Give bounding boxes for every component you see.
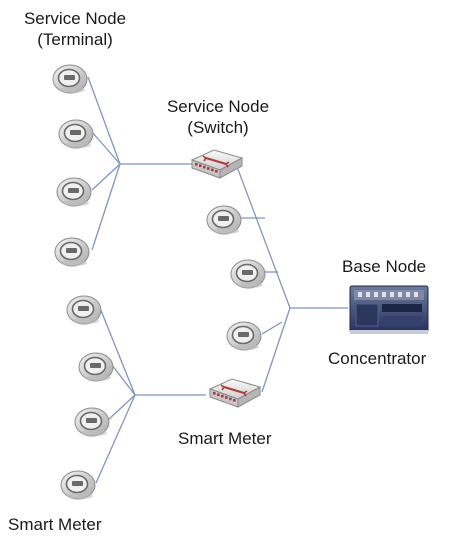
smart-meter-icon — [54, 237, 90, 267]
switch-label: Service Node (Switch) — [152, 96, 284, 139]
wire-terminal-3 — [91, 163, 121, 191]
smart-meter-icon — [58, 119, 94, 149]
terminal-label-line1: Service Node — [23, 9, 127, 28]
wire-switch-upper — [235, 163, 291, 309]
smart-meter-icon — [74, 407, 110, 437]
connection-lines — [87, 76, 348, 484]
smart-meters — [52, 64, 266, 500]
terminal-label: Service Node (Terminal) — [10, 8, 140, 51]
wire-lower-2 — [111, 364, 136, 396]
smart-meter-icon — [52, 64, 88, 94]
wire-lower-3 — [107, 394, 136, 421]
smart-meter-icon — [60, 470, 96, 500]
switch-label-line1: Service Node — [166, 97, 270, 116]
terminal-label-line2: (Terminal) — [37, 30, 113, 50]
smart-meter-icon — [230, 259, 266, 289]
wire-lower-4 — [95, 394, 136, 484]
smart-meter-icon — [56, 177, 92, 207]
concentrator-icon — [349, 285, 429, 334]
switches — [190, 149, 262, 408]
switch-label-line2: (Switch) — [187, 118, 249, 138]
wire-meter-mid-3 — [261, 321, 283, 335]
wire-lower-1 — [99, 307, 136, 396]
wire-terminal-4 — [91, 163, 121, 251]
concentrator-device — [349, 285, 429, 334]
wire-switch-lower — [261, 307, 291, 393]
concentrator-label: Concentrator — [328, 349, 427, 368]
switch-icon — [208, 378, 262, 408]
smart-meter-label-mid: Smart Meter — [178, 429, 272, 448]
smart-meter-label-bottom: Smart Meter — [8, 515, 102, 534]
base-node-label: Base Node — [342, 257, 427, 276]
smart-meter-icon — [78, 352, 114, 382]
switch-icon — [190, 149, 244, 179]
smart-meter-icon — [66, 295, 102, 325]
smart-meter-icon — [226, 321, 262, 351]
wire-terminal-2 — [91, 131, 121, 165]
wire-terminal-1 — [87, 76, 121, 165]
smart-meter-icon — [206, 205, 242, 235]
